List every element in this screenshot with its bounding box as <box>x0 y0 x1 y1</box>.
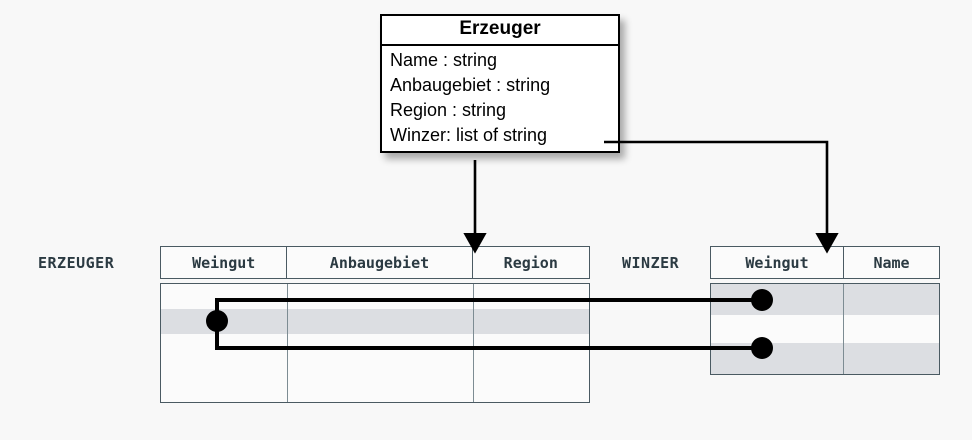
table-body-erzeuger <box>160 283 590 403</box>
uml-class-box-erzeuger: Erzeuger Name : string Anbaugebiet : str… <box>380 14 620 153</box>
uml-attribute: Anbaugebiet : string <box>390 74 551 95</box>
column-header-name: Name <box>873 253 910 272</box>
table-cell-weingut <box>711 343 844 374</box>
table-cell-region <box>474 309 589 334</box>
table-row[interactable] <box>711 315 939 343</box>
table-cell-anbaugebiet <box>288 367 474 402</box>
table-row[interactable] <box>711 284 939 315</box>
table-cell-name <box>844 343 939 374</box>
table-cell-name <box>844 315 939 343</box>
table-header-erzeuger: Weingut Anbaugebiet Region <box>160 246 590 279</box>
arrow-winzer-attribute-to-winzer-table <box>604 140 839 254</box>
table-row[interactable] <box>711 343 939 374</box>
table-row[interactable] <box>161 309 589 334</box>
table-cell-weingut <box>161 334 288 367</box>
uml-class-name: Erzeuger <box>382 16 618 46</box>
uml-attribute: Region : string <box>390 99 507 120</box>
column-header-weingut: Weingut <box>711 247 844 278</box>
table-cell-weingut <box>161 309 288 334</box>
table-row[interactable] <box>161 284 589 309</box>
table-label-erzeuger: ERZEUGER <box>38 254 115 272</box>
table-cell-region <box>474 334 589 367</box>
table-row[interactable] <box>161 367 589 402</box>
table-label-winzer: WINZER <box>622 254 680 272</box>
column-header-region: Region <box>503 253 558 272</box>
table-body-winzer <box>710 283 940 375</box>
table-cell-weingut <box>711 284 844 315</box>
table-cell-anbaugebiet <box>288 284 474 309</box>
table-row[interactable] <box>161 334 589 367</box>
table-cell-region <box>474 367 589 402</box>
table-header-winzer: Weingut Name <box>710 246 940 279</box>
table-cell-weingut <box>161 367 288 402</box>
uml-attribute: Winzer: list of string <box>390 124 548 145</box>
table-cell-weingut <box>161 284 288 309</box>
table-cell-region <box>474 284 589 309</box>
uml-attribute: Name : string <box>390 49 498 70</box>
uml-attribute-list: Name : string Anbaugebiet : string Regio… <box>382 46 618 151</box>
table-cell-anbaugebiet <box>288 334 474 367</box>
table-cell-anbaugebiet <box>288 309 474 334</box>
table-cell-name <box>844 284 939 315</box>
column-header-weingut: Weingut <box>161 247 288 278</box>
table-cell-weingut <box>711 315 844 343</box>
column-header-anbaugebiet: Anbaugebiet <box>287 247 473 278</box>
